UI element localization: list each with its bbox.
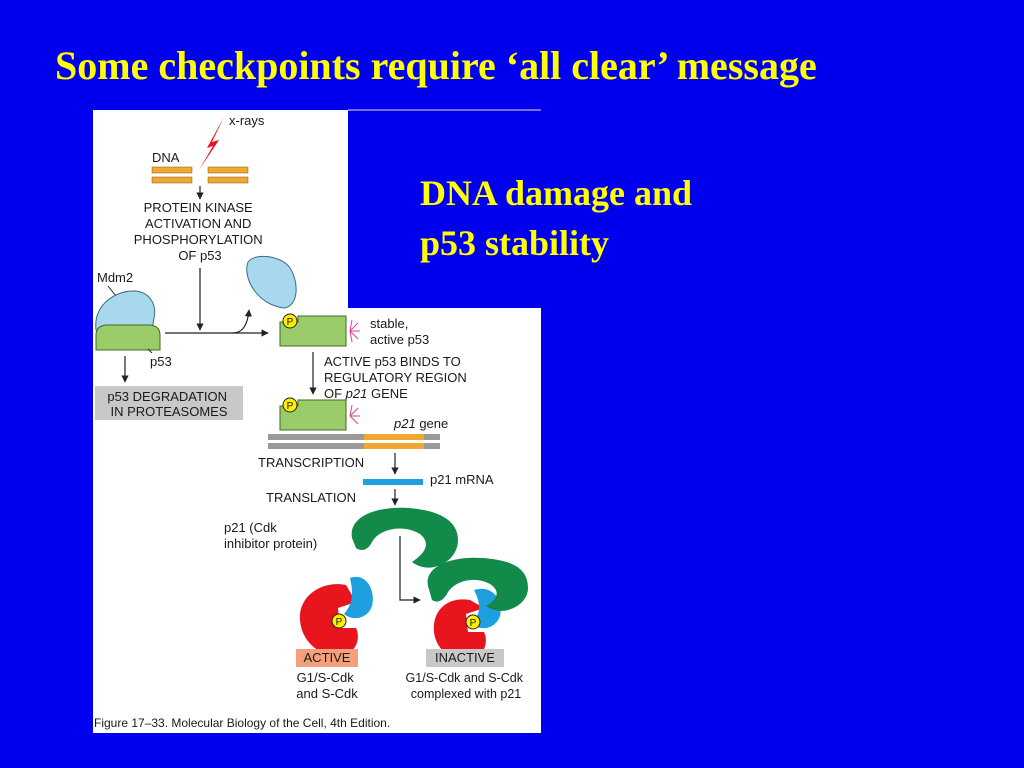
phosphate-icon-2 xyxy=(282,397,298,413)
p21-inhibitor-label: p21 (Cdk inhibitor protein) xyxy=(224,520,317,551)
slide-title: Some checkpoints require ‘all clear’ mes… xyxy=(55,43,817,88)
inactive-cdk-label: G1/S-Cdk and S-Cdk complexed with p21 xyxy=(406,671,527,701)
released-mdm2-protein xyxy=(246,255,297,309)
mdm2-label: Mdm2 xyxy=(97,270,133,285)
svg-text:INACTIVE: INACTIVE xyxy=(435,650,495,665)
xrays-label: x-rays xyxy=(229,113,265,128)
stable-p53-label: stable, active p53 xyxy=(370,316,429,347)
degradation-label: p53 DEGRADATION IN PROTEASOMES xyxy=(107,389,230,419)
mdm2-protein xyxy=(95,290,156,331)
subtitle-line-1: DNA damage and xyxy=(420,173,693,213)
p21-mrna-label: p21 mRNA xyxy=(430,472,494,487)
figure-caption: Figure 17–33. Molecular Biology of the C… xyxy=(94,716,390,730)
inactive-cdk-complex: P xyxy=(427,557,528,660)
lightning-icon xyxy=(199,117,224,170)
p21-mrna xyxy=(363,479,423,485)
activation-domain-icon-2 xyxy=(349,404,360,425)
active-badge xyxy=(296,649,358,667)
slide-subtitle: DNA damage and p53 stability xyxy=(420,168,692,268)
degradation-box xyxy=(95,386,243,420)
translation-label: TRANSLATION xyxy=(266,490,356,505)
p21-protein xyxy=(351,507,458,568)
transcription-label: TRANSCRIPTION xyxy=(258,455,364,470)
binds-regulatory-label: ACTIVE p53 BINDS TO REGULATORY REGION OF… xyxy=(324,354,470,401)
svg-text:ACTIVE: ACTIVE xyxy=(304,650,351,665)
active-cdk-complex: P xyxy=(299,576,373,656)
dna-duplex xyxy=(151,166,249,184)
svg-text:P: P xyxy=(287,317,294,328)
p21-gene-label: p21 gene xyxy=(393,416,448,431)
p53-protein xyxy=(95,324,161,351)
activation-domain-icon xyxy=(349,319,360,343)
svg-text:P: P xyxy=(336,617,343,628)
inactive-badge xyxy=(426,649,504,667)
svg-text:P: P xyxy=(287,401,294,412)
subtitle-line-2: p53 stability xyxy=(420,223,610,263)
p21-gene-dna xyxy=(268,434,440,449)
kinase-activation-label: PROTEIN KINASE ACTIVATION AND PHOSPHORYL… xyxy=(134,200,266,263)
phosphate-icon xyxy=(282,313,298,329)
svg-text:P: P xyxy=(470,618,477,629)
dna-label: DNA xyxy=(152,150,180,165)
active-cdk-label: G1/S-Cdk and S-Cdk xyxy=(296,670,358,701)
p53-label: p53 xyxy=(150,354,172,369)
